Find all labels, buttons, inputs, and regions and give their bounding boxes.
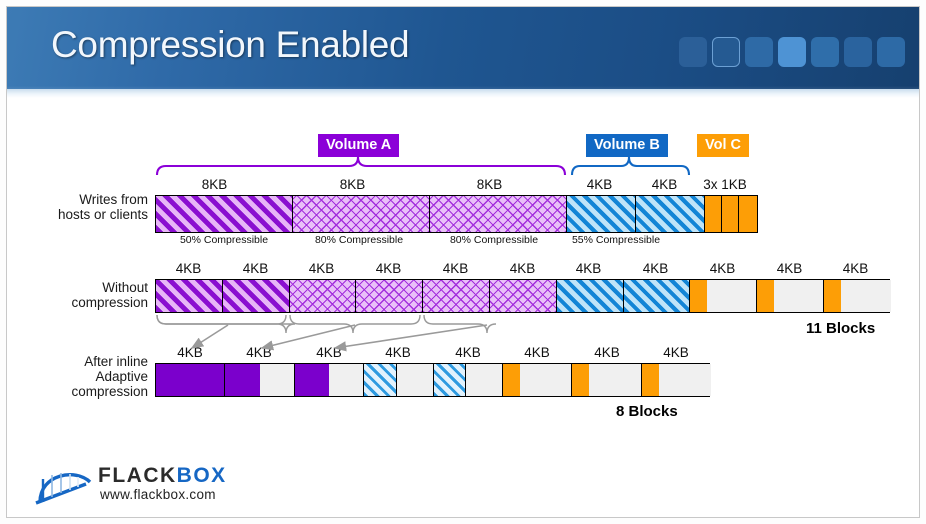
slide-header: Compression Enabled xyxy=(7,7,919,96)
block-r2-2 xyxy=(222,280,290,312)
logo-flack: FLACK xyxy=(98,464,177,487)
block-r2-4 xyxy=(356,280,424,312)
deco-square-7 xyxy=(877,37,905,67)
size-label-r2-4: 4KB xyxy=(375,261,402,276)
size-label-r3-1: 4KB xyxy=(177,345,203,360)
deco-square-3 xyxy=(745,37,773,67)
size-label-r2-2: 4KB xyxy=(242,261,269,276)
size-label-r1-2: 8KB xyxy=(339,177,366,192)
row-label-without: Without compression xyxy=(28,280,148,310)
brace-gray-1 xyxy=(156,314,296,334)
writes-seg-1kb-1 xyxy=(705,196,722,232)
page-title: Compression Enabled xyxy=(51,24,410,65)
row-label-after-line3: compression xyxy=(71,384,148,399)
size-label-r1-1: 8KB xyxy=(201,177,228,192)
size-label-r2-6: 4KB xyxy=(509,261,536,276)
block-r3-7 xyxy=(572,364,642,396)
row-label-without-line2: compression xyxy=(71,295,148,310)
size-label-r3-3: 4KB xyxy=(316,345,342,360)
without-compression-bar xyxy=(155,279,891,313)
row-label-writes-line2: hosts or clients xyxy=(57,207,148,222)
brace-gray-1b xyxy=(156,314,287,325)
brace-gray-2 xyxy=(289,314,421,334)
row-label-after: After inline Adaptive compression xyxy=(20,354,148,399)
writes-seg-4kb-2 xyxy=(636,196,705,232)
block-r3-8 xyxy=(641,364,711,396)
size-label-r1-5: 4KB xyxy=(651,177,678,192)
block-r2-5 xyxy=(423,280,490,312)
deco-square-4 xyxy=(778,37,806,67)
block-r3-1 xyxy=(156,364,226,396)
flackbox-logo: FLACKBOX www.flackbox.com xyxy=(30,462,230,508)
deco-square-5 xyxy=(811,37,839,67)
deco-square-1 xyxy=(679,37,707,67)
writes-seg-1kb-2 xyxy=(722,196,739,232)
writes-seg-8kb-1 xyxy=(156,196,293,232)
writes-bar xyxy=(155,195,758,233)
blocks-count-after: 8 Blocks xyxy=(616,403,678,420)
size-label-r2-10: 4KB xyxy=(776,261,803,276)
size-label-r2-8: 4KB xyxy=(642,261,669,276)
size-label-r1-4: 4KB xyxy=(586,177,613,192)
row-label-writes-line1: Writes from xyxy=(79,192,148,207)
writes-seg-4kb-1 xyxy=(567,196,636,232)
block-r2-1 xyxy=(156,280,223,312)
volume-a-tag: Volume A xyxy=(318,134,400,157)
writes-seg-8kb-3 xyxy=(430,196,567,232)
row-label-writes: Writes from hosts or clients xyxy=(28,192,148,222)
compressibility-label-3: 80% Compressible xyxy=(449,234,539,246)
block-r3-6 xyxy=(503,364,573,396)
brace-volume-b xyxy=(570,156,691,176)
deco-square-2 xyxy=(712,37,740,67)
compressibility-label-1: 50% Compressible xyxy=(179,234,269,246)
row-label-without-line1: Without xyxy=(102,280,148,295)
block-r3-4 xyxy=(364,364,434,396)
block-r2-11 xyxy=(824,280,891,312)
block-r2-10 xyxy=(757,280,824,312)
block-r2-6 xyxy=(490,280,557,312)
after-compression-bar xyxy=(155,363,711,397)
blocks-count-without: 11 Blocks xyxy=(806,320,876,337)
volume-c-tag: Vol C xyxy=(697,134,749,157)
deco-square-6 xyxy=(844,37,872,67)
block-r2-3 xyxy=(289,280,357,312)
size-label-r3-2: 4KB xyxy=(246,345,272,360)
block-r2-8 xyxy=(623,280,691,312)
size-label-r3-4: 4KB xyxy=(385,345,411,360)
row-label-after-line2: Adaptive xyxy=(95,369,148,384)
bridge-icon xyxy=(35,473,92,505)
brace-volume-a xyxy=(155,156,567,176)
block-r2-9 xyxy=(690,280,758,312)
compressibility-label-2: 80% Compressible xyxy=(314,234,404,246)
block-r3-2 xyxy=(225,364,295,396)
logo-box: BOX xyxy=(176,464,227,487)
size-label-r3-7: 4KB xyxy=(594,345,620,360)
size-label-r2-5: 4KB xyxy=(442,261,469,276)
size-label-r1-3: 8KB xyxy=(476,177,503,192)
writes-seg-1kb-3 xyxy=(739,196,757,232)
size-label-r3-5: 4KB xyxy=(455,345,481,360)
size-label-r3-8: 4KB xyxy=(663,345,689,360)
block-r3-5 xyxy=(433,364,503,396)
brace-gray-3 xyxy=(423,314,497,334)
size-label-r2-1: 4KB xyxy=(175,261,202,276)
size-label-r2-9: 4KB xyxy=(709,261,736,276)
logo-wordmark: FLACKBOX xyxy=(98,464,227,488)
volume-b-tag: Volume B xyxy=(586,134,668,157)
block-r3-3 xyxy=(294,364,365,396)
size-label-r2-3: 4KB xyxy=(308,261,335,276)
size-label-r3-6: 4KB xyxy=(524,345,550,360)
size-label-r2-7: 4KB xyxy=(575,261,602,276)
writes-seg-8kb-2 xyxy=(293,196,430,232)
header-decoration xyxy=(679,37,905,67)
block-r2-7 xyxy=(556,280,624,312)
logo-url: www.flackbox.com xyxy=(100,487,216,502)
size-label-r2-11: 4KB xyxy=(842,261,869,276)
size-label-r1-6: 3x 1KB xyxy=(703,177,747,192)
row-label-after-line1: After inline xyxy=(84,354,148,369)
header-shine xyxy=(7,89,919,98)
compressibility-label-4: 55% Compressible xyxy=(571,234,661,246)
